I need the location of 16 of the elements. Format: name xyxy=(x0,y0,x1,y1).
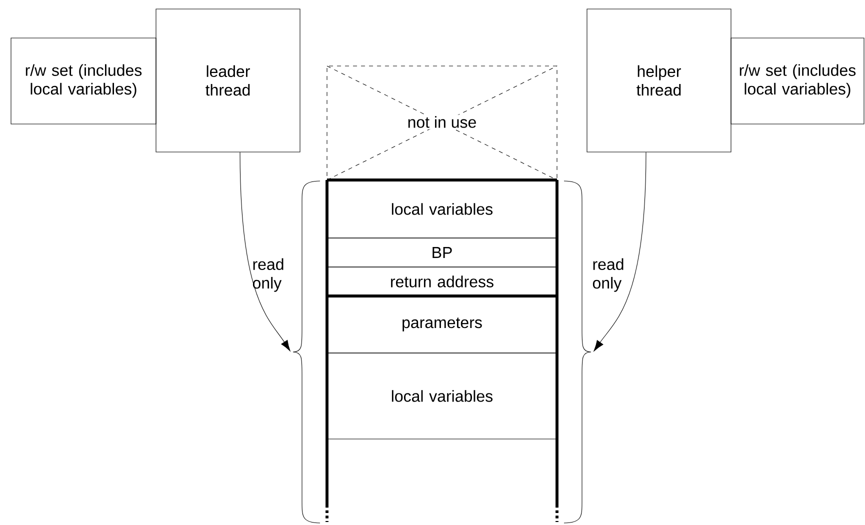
edge-label: read only xyxy=(592,258,624,292)
thread-box: leader thread xyxy=(156,8,300,152)
stack-cell: local variables xyxy=(326,352,558,440)
unused-region: not in use xyxy=(326,66,558,180)
curly-brace xyxy=(292,180,320,524)
arrow xyxy=(240,152,290,352)
set-box: r/w set (includes local variables) xyxy=(10,38,156,124)
node-label: parameters xyxy=(402,318,482,332)
arrow xyxy=(594,152,646,352)
curly-brace xyxy=(564,180,592,524)
stack-cell: BP xyxy=(326,238,558,268)
node-label: local variables xyxy=(392,203,493,215)
edge-label: read only xyxy=(252,258,284,292)
set-box: r/w set (includes local variables) xyxy=(730,38,864,124)
stack-cell: return address xyxy=(326,266,558,296)
thread-box: helper thread xyxy=(586,8,732,152)
